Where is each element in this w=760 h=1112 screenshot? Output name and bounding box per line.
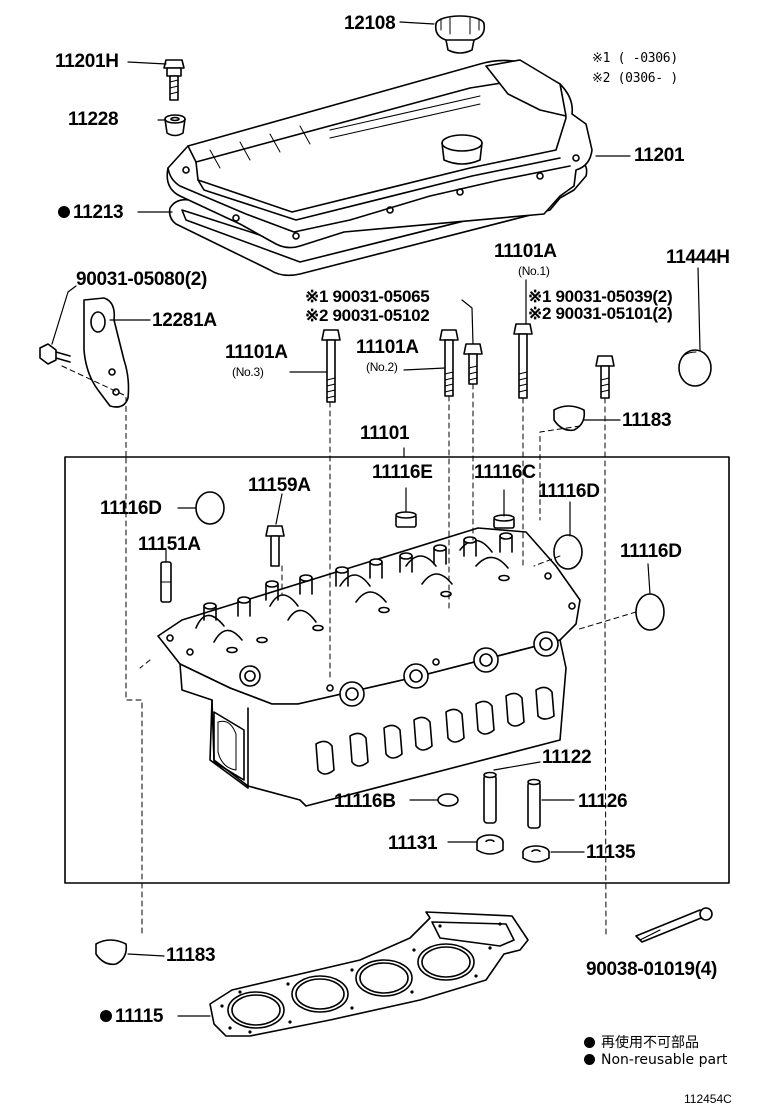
cylinder-head-drawing — [157, 527, 581, 807]
part-label-11135: 11135 — [586, 842, 636, 863]
grommet-11228-drawing — [164, 114, 186, 137]
part-label-11116b: 11116B — [334, 791, 396, 812]
head-gasket-drawing — [209, 911, 529, 1037]
part-sublabel-no2: (No.2) — [366, 360, 398, 374]
part-label-11116c: 11116C — [474, 462, 536, 483]
frame-small-parts-drawing — [160, 491, 665, 863]
part-label-90038-01019: 90038-01019(4) — [586, 959, 718, 980]
part-label-11115: 11115 — [100, 1006, 164, 1027]
part-sublabel-no3: (No.3) — [232, 365, 264, 379]
part-label-11101a-no2: 11101A — [356, 337, 419, 358]
part-number-11115: 11115 — [115, 1006, 164, 1027]
part-label-11122: 11122 — [542, 747, 592, 768]
head-cover-drawing — [166, 59, 593, 277]
legend-jp: 再使用不可部品 — [584, 1032, 699, 1052]
part-label-90031-05080: 90031-05080(2) — [76, 269, 208, 290]
oil-filler-cap-drawing — [434, 15, 486, 54]
seal-11183-bottom-drawing — [95, 939, 128, 966]
phantom-lines — [61, 365, 637, 937]
part-label-90031-05101: ※2 90031-05101(2) — [528, 304, 673, 323]
legend-en: Non-reusable part — [584, 1052, 727, 1068]
part-label-11116e: 11116E — [372, 462, 433, 483]
part-label-12281a: 12281A — [152, 310, 217, 331]
part-label-11116d-right1: 11116D — [538, 481, 600, 502]
part-label-90031-05039: ※1 90031-05039(2) — [528, 287, 673, 306]
head-bolts-drawing — [321, 323, 615, 403]
figure-code: 112454C — [684, 1092, 732, 1106]
part-label-11101: 11101 — [360, 423, 410, 444]
seal-11183-top-drawing — [553, 405, 586, 432]
part-number-11213: 11213 — [73, 202, 124, 223]
legend-dot-icon — [584, 1037, 595, 1048]
part-label-11101a-no3: 11101A — [225, 342, 288, 363]
cylinder-head-frame — [64, 456, 730, 884]
bolt-11201h-drawing — [163, 59, 185, 101]
part-label-90031-05065: ※1 90031-05065 — [305, 287, 430, 306]
part-label-11228: 11228 — [68, 109, 119, 130]
part-label-11201h: 11201H — [55, 51, 119, 72]
non-reusable-marker-11213 — [58, 206, 70, 218]
applicability-note-1: ※1 ( -0306) — [592, 51, 678, 66]
part-label-11159a: 11159A — [248, 475, 311, 496]
part-sublabel-no1: (No.1) — [518, 264, 550, 278]
part-label-11126: 11126 — [578, 791, 628, 812]
engine-hanger-drawing — [39, 297, 130, 408]
part-label-90031-05102: ※2 90031-05102 — [305, 306, 430, 325]
part-label-12108: 12108 — [344, 13, 396, 34]
non-reusable-marker-11115 — [100, 1010, 112, 1022]
part-label-11116d-left: 11116D — [100, 498, 162, 519]
part-label-11183-top: 11183 — [622, 410, 672, 431]
part-label-11213: 11213 — [58, 202, 124, 223]
applicability-note-2: ※2 (0306- ) — [592, 71, 678, 86]
legend-en-text: Non-reusable part — [601, 1052, 728, 1068]
part-label-11183-bottom: 11183 — [166, 945, 216, 966]
part-label-11201: 11201 — [634, 145, 685, 166]
part-label-11444h: 11444H — [666, 247, 730, 268]
leader-lines — [51, 21, 701, 1017]
part-label-11151a: 11151A — [138, 534, 201, 555]
part-label-11116d-right2: 11116D — [620, 541, 682, 562]
legend-dot-icon — [584, 1054, 595, 1065]
plug-11444h-drawing — [678, 349, 712, 387]
legend-jp-text: 再使用不可部品 — [601, 1035, 699, 1051]
part-label-11131: 11131 — [388, 833, 438, 854]
part-label-11101a-no1: 11101A — [494, 241, 557, 262]
